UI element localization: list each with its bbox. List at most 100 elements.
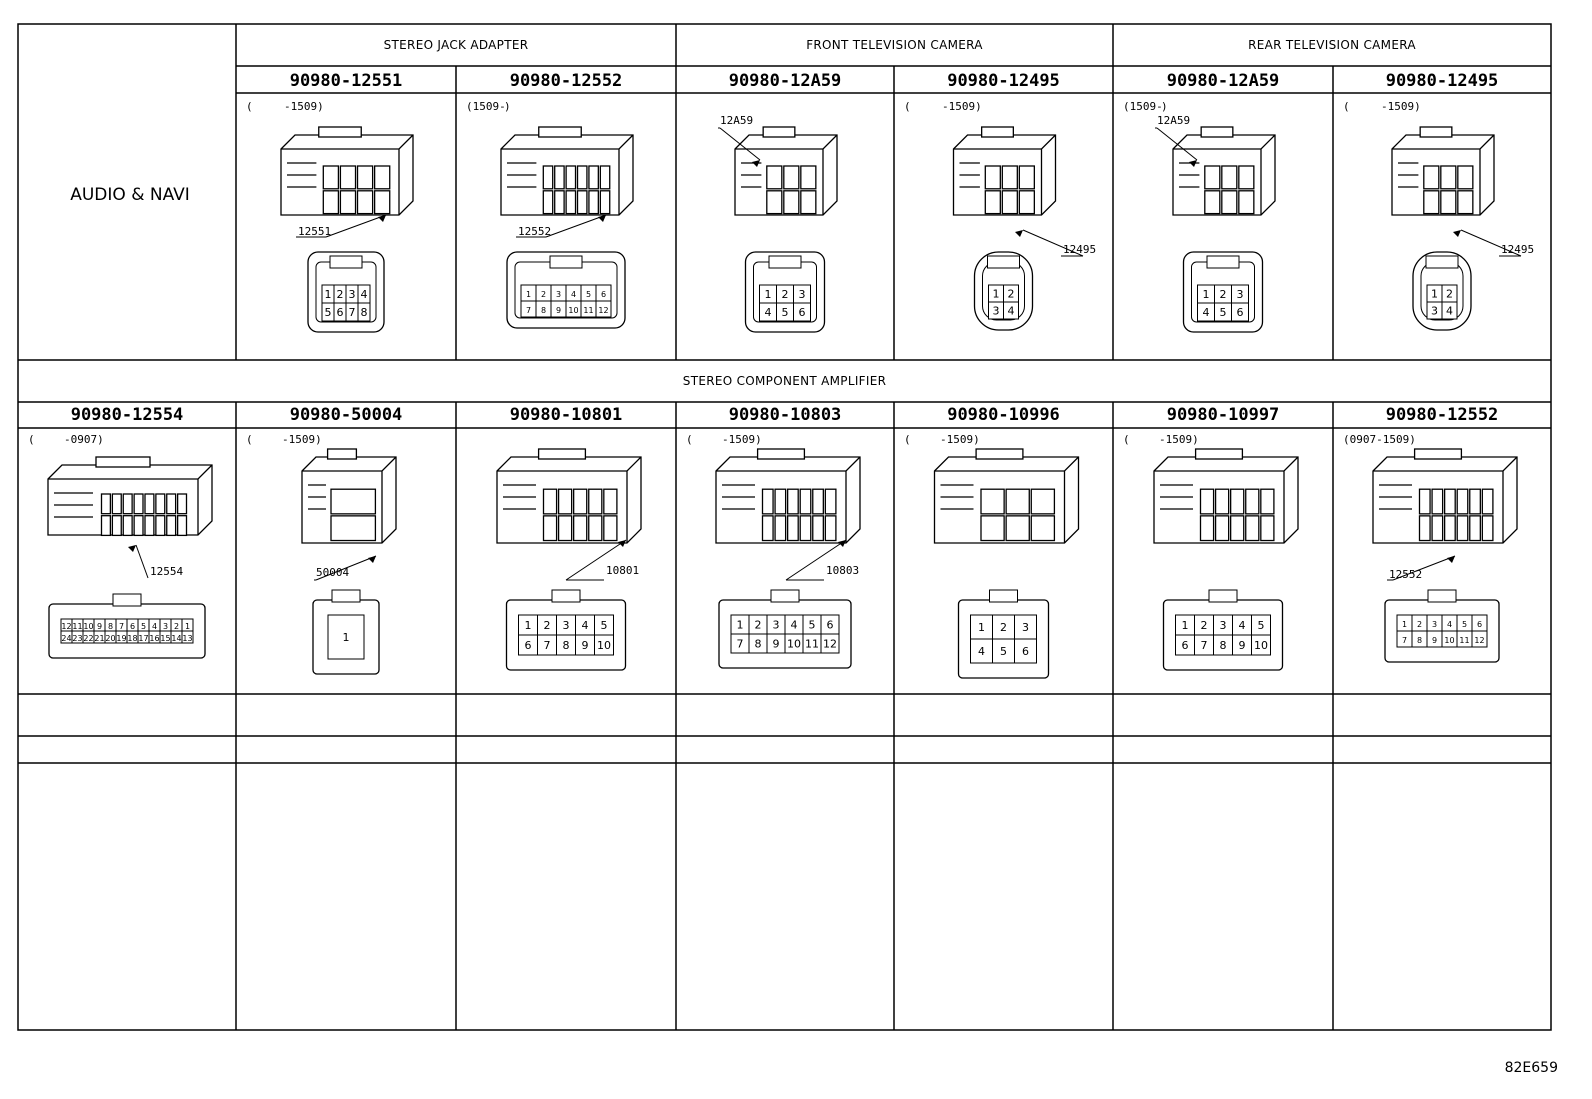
pin-number: 22: [83, 634, 93, 643]
connector-sketch: [47, 456, 213, 537]
pin-cell: [820, 633, 840, 654]
pin-number: 6: [601, 290, 606, 299]
pin-number: 2: [1000, 621, 1007, 634]
cavity: [565, 165, 577, 190]
pin-number: 3: [1431, 305, 1438, 318]
pin-cell: [181, 630, 194, 644]
cavity: [554, 190, 565, 215]
leader: 12552: [516, 214, 607, 238]
pin-number: 5: [1462, 620, 1467, 629]
cavity: [1260, 515, 1275, 542]
cavity: [144, 515, 155, 537]
cavity: [1199, 515, 1215, 542]
date-range-start: (: [28, 433, 35, 446]
leader-line: [135, 544, 149, 579]
connector-sketch: [952, 126, 1057, 216]
cavity: [356, 165, 374, 190]
pin-cell: [594, 634, 614, 656]
cavity: [588, 190, 599, 215]
pin-number: 9: [582, 639, 589, 652]
connector-edge: [1154, 456, 1299, 543]
pin-number: 6: [337, 306, 344, 319]
pin-number: 7: [1201, 639, 1208, 652]
pin-number: 8: [541, 306, 546, 315]
connector-latch: [318, 126, 362, 138]
cavity: [783, 190, 800, 215]
pin-number: 9: [773, 638, 780, 651]
leader-line: [325, 214, 387, 238]
connector-edge: [501, 134, 634, 215]
part-number: 90980-10997: [1167, 405, 1280, 425]
leader-arrow: [1189, 160, 1197, 167]
pin-number: 1: [737, 619, 744, 632]
pin-number: 1: [978, 621, 985, 634]
connector-latch: [756, 448, 806, 460]
cavity: [824, 488, 837, 515]
pin-number: 14: [171, 634, 181, 643]
pin-number: 4: [571, 290, 576, 299]
pin-number: 3: [349, 288, 356, 301]
pin-number: 9: [97, 622, 102, 631]
pin-number: 8: [755, 638, 762, 651]
date-range-start: (: [1123, 433, 1130, 446]
pin-cell: [1003, 301, 1019, 320]
connector-lock: [329, 255, 363, 269]
connector-latch: [1200, 126, 1234, 138]
cavity: [1469, 488, 1481, 515]
cavity: [812, 488, 824, 515]
cavity: [1431, 515, 1444, 542]
connector-edge: [1373, 456, 1518, 543]
cavity: [557, 515, 573, 542]
pin-number: 12: [61, 622, 71, 631]
leader-line: [565, 539, 627, 581]
connector-edge: [934, 456, 1079, 543]
pin-number: 4: [361, 288, 368, 301]
cavity: [774, 515, 787, 542]
pin-number: 8: [1417, 636, 1422, 645]
cavity: [100, 515, 112, 537]
connector-edge: [48, 464, 213, 535]
cavity: [373, 190, 391, 215]
cavity: [1440, 190, 1457, 215]
leader-arrow: [128, 545, 136, 552]
cavity: [588, 515, 603, 542]
pin-number: 3: [1220, 619, 1227, 632]
cavity: [1001, 190, 1018, 215]
cavity: [783, 165, 800, 190]
date-range-end: -1509): [1159, 433, 1199, 446]
part-number: 90980-12552: [1386, 405, 1499, 425]
pin-number: 10: [1254, 639, 1268, 652]
date-range-start: (: [1343, 100, 1350, 113]
cavity: [599, 190, 611, 215]
leader-line: [785, 539, 847, 581]
connector-edge: [735, 134, 838, 215]
date-range-start: (1509-: [466, 100, 506, 113]
leader: 12552: [1387, 555, 1456, 581]
pin-number: 18: [127, 634, 137, 643]
cavity: [1221, 190, 1238, 215]
pin-number: 4: [1008, 305, 1015, 318]
part-label: 12552: [518, 225, 551, 238]
leader: 12551: [296, 214, 387, 238]
part-label: 12495: [1501, 243, 1534, 256]
leader-arrow: [1015, 230, 1023, 237]
pin-number: 1: [1431, 288, 1438, 301]
part-label: 50004: [316, 566, 349, 579]
cavity: [1214, 515, 1230, 542]
cavity: [1238, 190, 1255, 215]
cavity: [599, 165, 611, 190]
pin-number: 15: [160, 634, 170, 643]
connector-lock: [331, 589, 361, 603]
connector-latch: [538, 126, 582, 138]
date-range-start: (: [904, 433, 911, 446]
leader: 50004: [314, 555, 377, 581]
cavity: [980, 488, 1005, 515]
connector-edge: [1392, 134, 1495, 215]
pin-number: 1: [325, 288, 332, 301]
cavity: [176, 493, 188, 515]
connector-latch: [95, 456, 151, 468]
cavity: [1001, 165, 1018, 190]
